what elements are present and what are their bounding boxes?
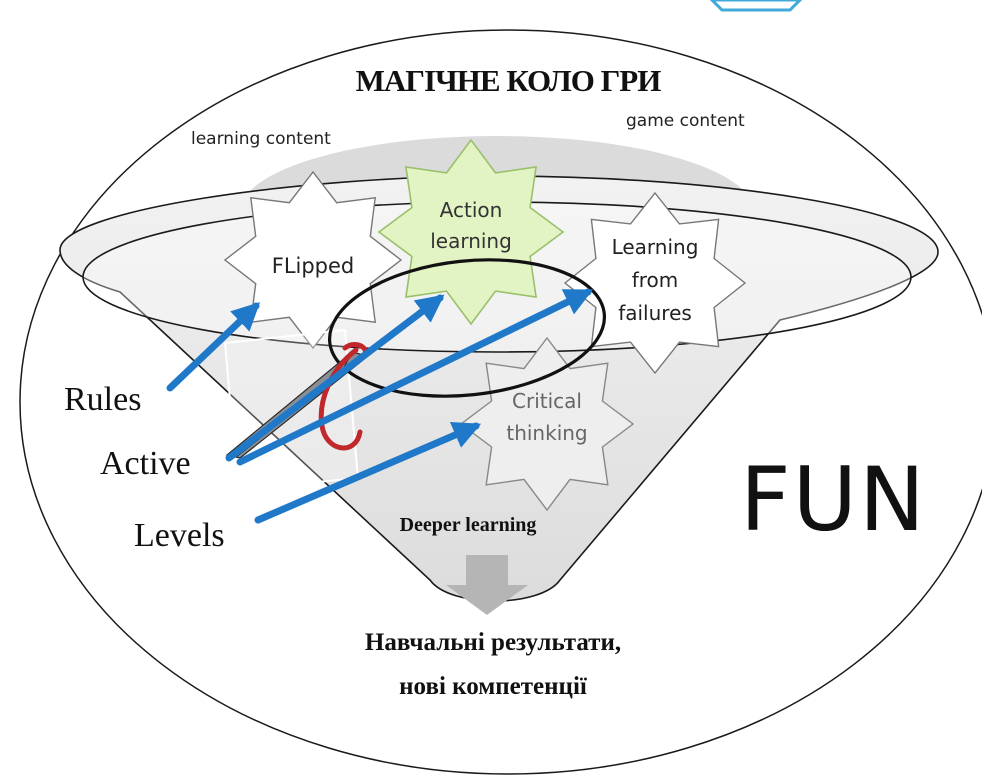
arrow-active-failures: [236, 288, 594, 466]
ribbon-decoration: [709, 0, 803, 12]
diagram-title: МАГІЧНЕ КОЛО ГРИ: [356, 63, 662, 98]
down-arrow-icon: [446, 555, 528, 615]
critical-label-line2: thinking: [506, 421, 587, 445]
levels-label: Levels: [134, 517, 225, 554]
failures-label-line3: failures: [618, 301, 692, 325]
failures-label-line2: from: [632, 268, 679, 292]
outcome-line1: Навчальні результати,: [365, 629, 621, 656]
critical-label-line1: Critical: [512, 389, 582, 413]
flipped-label: FLipped: [272, 254, 355, 278]
game-content-label: game content: [626, 111, 745, 131]
action-label-line2: learning: [430, 229, 512, 253]
deeper-learning-label: Deeper learning: [400, 514, 537, 536]
arrows: [166, 288, 594, 524]
active-label: Active: [100, 445, 191, 482]
outcome-line2: нові компетенції: [399, 673, 588, 700]
failures-label-line1: Learning: [612, 235, 699, 259]
action-learning-star: Action learning: [377, 138, 565, 326]
fun-label: FUN: [740, 448, 927, 551]
arrow-rules-flipped: [166, 302, 261, 392]
critical-thinking-star: Critical thinking: [459, 336, 635, 512]
flipped-star: FLipped: [223, 170, 403, 350]
magic-loop: [327, 258, 607, 398]
learning-content-label: learning content: [191, 129, 331, 149]
action-label-line1: Action: [440, 198, 503, 222]
arrow-active-action: [225, 294, 445, 462]
failures-star: Learning from failures: [563, 191, 747, 375]
rules-label: Rules: [64, 381, 141, 418]
arrow-levels-critical: [254, 422, 482, 524]
